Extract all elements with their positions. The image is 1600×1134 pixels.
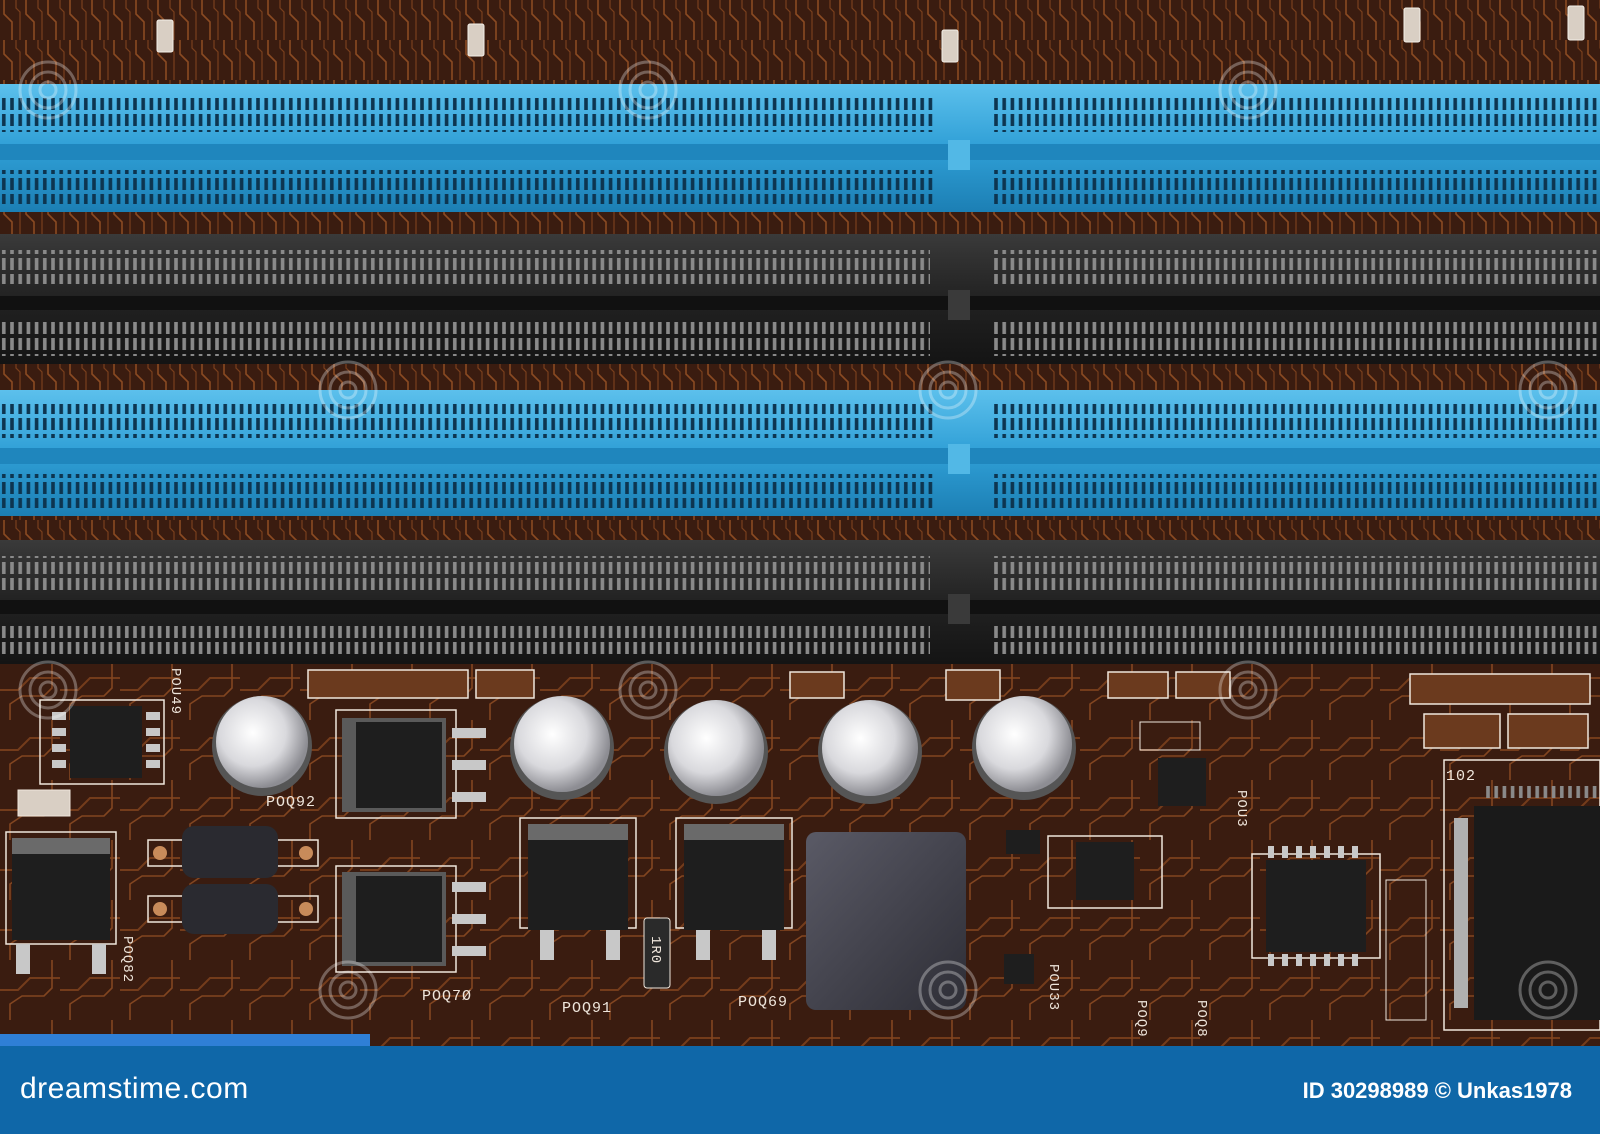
large-qfp-chip: [1385, 759, 1600, 1031]
label-pou3: POU3: [1233, 790, 1249, 828]
resistor-1r0: 1R0: [643, 917, 671, 989]
label-poq8: POQ8: [1193, 1000, 1209, 1038]
ram-slot-3-blue: [0, 390, 1600, 516]
label-poq91: POQ91: [562, 1000, 612, 1017]
stock-site-logo: dreamstime.com: [20, 1072, 249, 1105]
photo-id-credit: ID 30298989 © Unkas1978: [1302, 1078, 1572, 1103]
ram-slot-4-black: [0, 540, 1600, 664]
ferrite-beads: [147, 826, 319, 934]
electrolytic-capacitors: [212, 696, 1076, 804]
silkscreen-labels: POU49 POQ92 POQ82 POQ7Ø POQ91 POQ69 POU3…: [119, 668, 1476, 1038]
small-ic-left: [17, 699, 165, 817]
bottom-connector: [0, 1034, 370, 1046]
label-poq70: POQ7Ø: [422, 988, 472, 1005]
motherboard-photo: 1R0: [0, 0, 1600, 1046]
pcb-traces-top: [0, 0, 1600, 90]
label-pou33: POU33: [1045, 964, 1061, 1011]
label-1r0: 1R0: [647, 936, 663, 964]
ram-slot-2-black: [0, 234, 1600, 364]
power-choke: [806, 832, 966, 1010]
power-mosfets: [5, 709, 793, 974]
stock-footer-bar: dreamstime.com ID 30298989 © Unkas1978: [0, 1046, 1600, 1134]
label-poq82: POQ82: [119, 936, 135, 983]
resistor-arrays: [307, 669, 1591, 749]
label-pou49: POU49: [167, 668, 183, 715]
top-smd-components: [156, 5, 1585, 63]
label-102: 102: [1446, 768, 1476, 785]
watermark-swirls: [18, 60, 1578, 1020]
label-poq9: POQ9: [1133, 1000, 1149, 1038]
label-poq69: POQ69: [738, 994, 788, 1011]
ram-slot-1-blue: [0, 84, 1600, 212]
small-ics-right: [1004, 721, 1381, 984]
label-poq92: POQ92: [266, 794, 316, 811]
